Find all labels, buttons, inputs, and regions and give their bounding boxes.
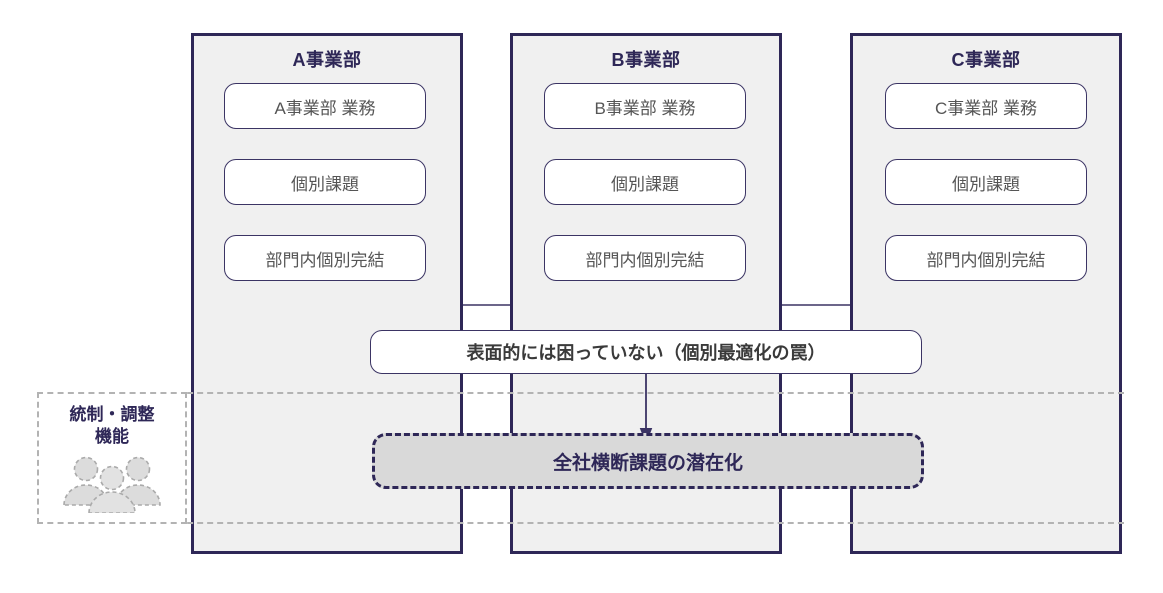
center-message-node[interactable]: 表面的には困っていない（個別最適化の罠） bbox=[370, 330, 922, 374]
governance-function-box[interactable]: 統制・調整 機能 bbox=[37, 392, 187, 524]
node-a-siloed-completion[interactable]: 部門内個別完結 bbox=[224, 235, 426, 281]
node-a-operations[interactable]: A事業部 業務 bbox=[224, 83, 426, 129]
node-c-siloed-completion[interactable]: 部門内個別完結 bbox=[885, 235, 1087, 281]
governance-label-line2: 機能 bbox=[95, 427, 129, 447]
node-c-operations[interactable]: C事業部 業務 bbox=[885, 83, 1087, 129]
department-title-b: B事業部 bbox=[611, 50, 681, 70]
node-b-siloed-completion[interactable]: 部門内個別完結 bbox=[544, 235, 746, 281]
latent-issue-node[interactable]: 全社横断課題の潜在化 bbox=[372, 433, 924, 489]
governance-label-line1: 統制・調整 bbox=[69, 405, 155, 424]
node-b-operations[interactable]: B事業部 業務 bbox=[544, 83, 746, 129]
department-title-c: C事業部 bbox=[951, 50, 1021, 70]
node-a-individual-issue[interactable]: 個別課題 bbox=[224, 159, 426, 205]
node-b-individual-issue[interactable]: 個別課題 bbox=[544, 159, 746, 205]
people-group-icon bbox=[60, 455, 164, 518]
department-title-a: A事業部 bbox=[292, 50, 362, 70]
governance-label: 統制・調整 機能 bbox=[70, 404, 155, 449]
node-c-individual-issue[interactable]: 個別課題 bbox=[885, 159, 1087, 205]
